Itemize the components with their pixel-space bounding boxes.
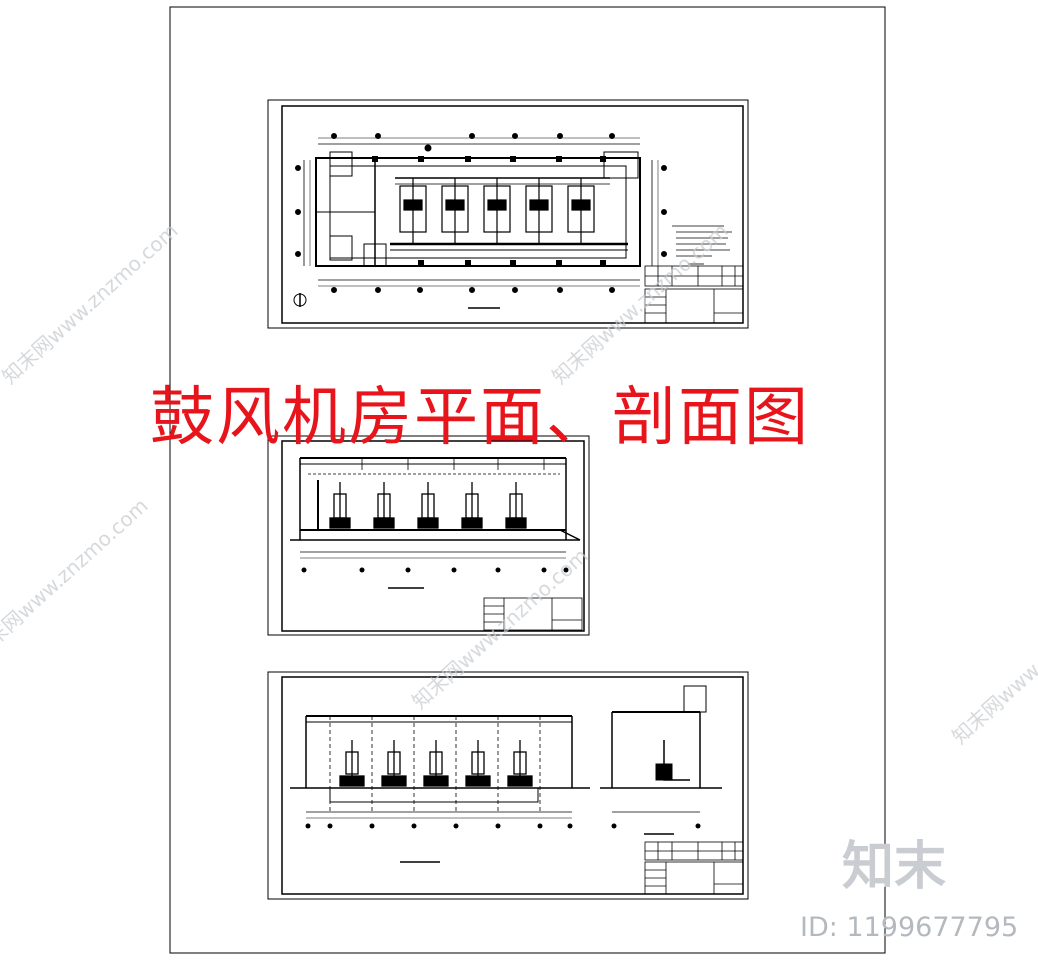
brand-logo: 知末	[842, 837, 947, 897]
section-1-blower-2	[373, 482, 395, 529]
section-1-blower-1	[329, 482, 351, 529]
section-2-blowers	[339, 740, 533, 787]
plan-blower-2	[441, 178, 469, 244]
section-1-inner-frame	[281, 440, 585, 632]
plan-blower-5	[567, 178, 595, 244]
page-border	[169, 6, 886, 954]
section-2-blower-1	[339, 740, 365, 787]
section-1-outer-frame	[267, 435, 590, 636]
plan-sheet-inner-frame	[281, 105, 744, 324]
section-1-blower-4	[461, 482, 483, 529]
plan-blower-1	[399, 178, 427, 244]
section-2-pipe-trench	[329, 787, 539, 803]
section-1-grid-bubbles	[301, 567, 569, 573]
section-2-blower-2	[381, 740, 407, 787]
watermark-1: 知末网www.znzmo.com	[0, 219, 183, 389]
section-2-grid-bubbles	[305, 823, 701, 829]
plan-blower-3	[483, 178, 511, 244]
section-2-blower-5	[507, 740, 533, 787]
watermark-5: 知末网www.znzmo.com	[947, 579, 1038, 749]
plan-notes	[672, 225, 732, 265]
section-1-title-block	[483, 597, 583, 631]
section-sheet-1	[267, 435, 590, 636]
section-2-inner-frame	[281, 676, 744, 895]
watermark-3: 知末网www.znzmo.com	[0, 494, 153, 664]
plan-sheet-outer-frame	[267, 99, 749, 329]
section-1-blower-3	[417, 482, 439, 529]
image-id-label: ID: 1199677795	[800, 912, 1019, 943]
section-1-blowers	[329, 482, 527, 529]
plan-blower-units	[399, 178, 595, 244]
section-2-columns	[329, 716, 541, 812]
plan-stair	[363, 243, 387, 267]
watermark-layer: 知末网www.znzmo.com 知末网www.znzmo.com 知末网www…	[0, 219, 1038, 749]
section-1-blower-5	[505, 482, 527, 529]
north-arrow-icon	[293, 293, 307, 307]
plan-title-block	[644, 265, 744, 324]
section-1-columns	[361, 458, 545, 470]
plan-grid-bubbles	[295, 133, 667, 293]
plan-sheet	[267, 99, 749, 329]
section-2-title-block	[644, 841, 744, 895]
section-2-blower-4	[465, 740, 491, 787]
section-2-outer-frame	[267, 671, 749, 900]
plan-columns	[372, 156, 606, 266]
plan-blower-4	[525, 178, 553, 244]
section-2-blower-3	[423, 740, 449, 787]
page-title: 鼓风机房平面、剖面图	[150, 381, 810, 455]
section-2-roof-duct	[683, 685, 707, 713]
